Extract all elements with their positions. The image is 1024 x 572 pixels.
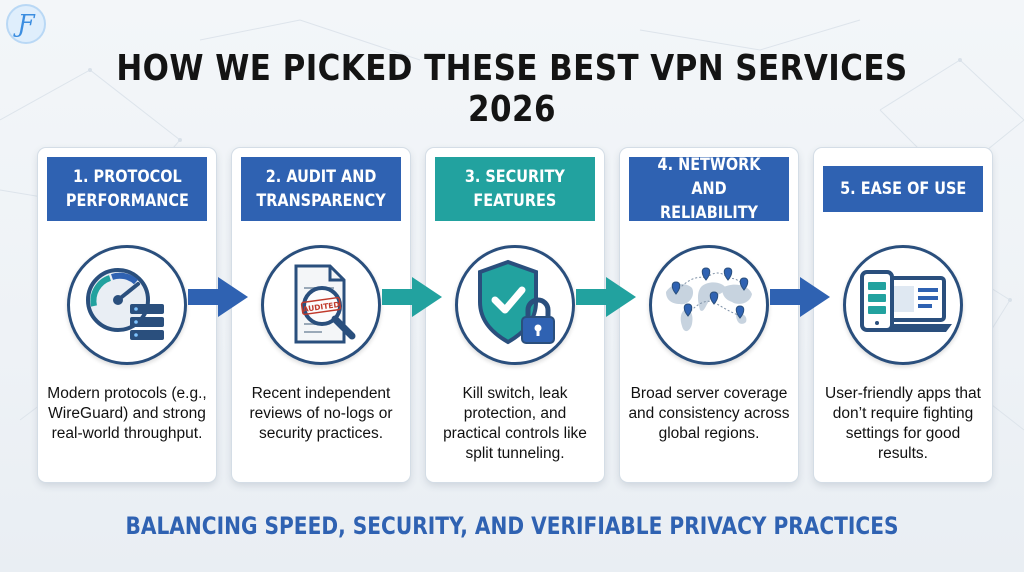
arrow-right-icon — [576, 277, 636, 317]
criteria-card-security-features: 3. SECURITY FEATURES Kill switch, leak p… — [426, 148, 604, 482]
logo-letter: Ƒ — [17, 10, 35, 38]
card-heading-box: 3. SECURITY FEATURES — [435, 157, 595, 221]
shield-lock-icon — [455, 245, 575, 365]
card-heading: 1. PROTOCOL PERFORMANCE — [65, 167, 189, 211]
card-heading-box: 2. AUDIT AND TRANSPARENCY — [241, 157, 401, 221]
speedometer-server-icon — [67, 245, 187, 365]
criteria-card-protocol-performance: 1. PROTOCOL PERFORMANCE Modern protocols… — [38, 148, 216, 482]
card-heading: 3. SECURITY FEATURES — [464, 167, 566, 211]
criteria-card-audit-transparency: 2. AUDIT AND TRANSPARENCY AUDITED Recent… — [232, 148, 410, 482]
card-description: Recent independent reviews of no-logs or… — [249, 385, 393, 442]
world-map-pins-icon — [649, 245, 769, 365]
card-description: Kill switch, leak protection, and practi… — [443, 385, 587, 462]
arrow-right-icon — [382, 277, 442, 317]
card-description: User-friendly apps that don’t require fi… — [825, 385, 981, 462]
criteria-card-network-reliability: 4. NETWORK AND RELIABILITY — [620, 148, 798, 482]
card-heading: 2. AUDIT AND TRANSPARENCY — [256, 167, 386, 211]
page-title: HOW WE PICKED THESE BEST VPN SERVICES 20… — [116, 48, 908, 130]
criteria-card-ease-of-use: 5. EASE OF USE User-friendly apps that d… — [814, 148, 992, 482]
arrow-right-icon — [770, 277, 830, 317]
card-heading: 5. EASE OF USE — [839, 179, 967, 199]
card-description: Broad server coverage and consistency ac… — [628, 385, 790, 442]
arrow-right-icon — [188, 277, 248, 317]
card-heading-box: 5. EASE OF USE — [823, 166, 983, 212]
card-description: Modern protocols (e.g., WireGuard) and s… — [47, 385, 207, 442]
card-heading-box: 4. NETWORK AND RELIABILITY — [629, 155, 789, 223]
audit-document-magnifier-icon: AUDITED — [261, 245, 381, 365]
site-logo[interactable]: Ƒ — [6, 4, 46, 44]
page-subtitle: BALANCING SPEED, SECURITY, AND VERIFIABL… — [125, 512, 899, 540]
card-heading-box: 1. PROTOCOL PERFORMANCE — [47, 157, 207, 221]
card-heading: 4. NETWORK AND RELIABILITY — [657, 155, 761, 223]
phone-laptop-icon — [843, 245, 963, 365]
